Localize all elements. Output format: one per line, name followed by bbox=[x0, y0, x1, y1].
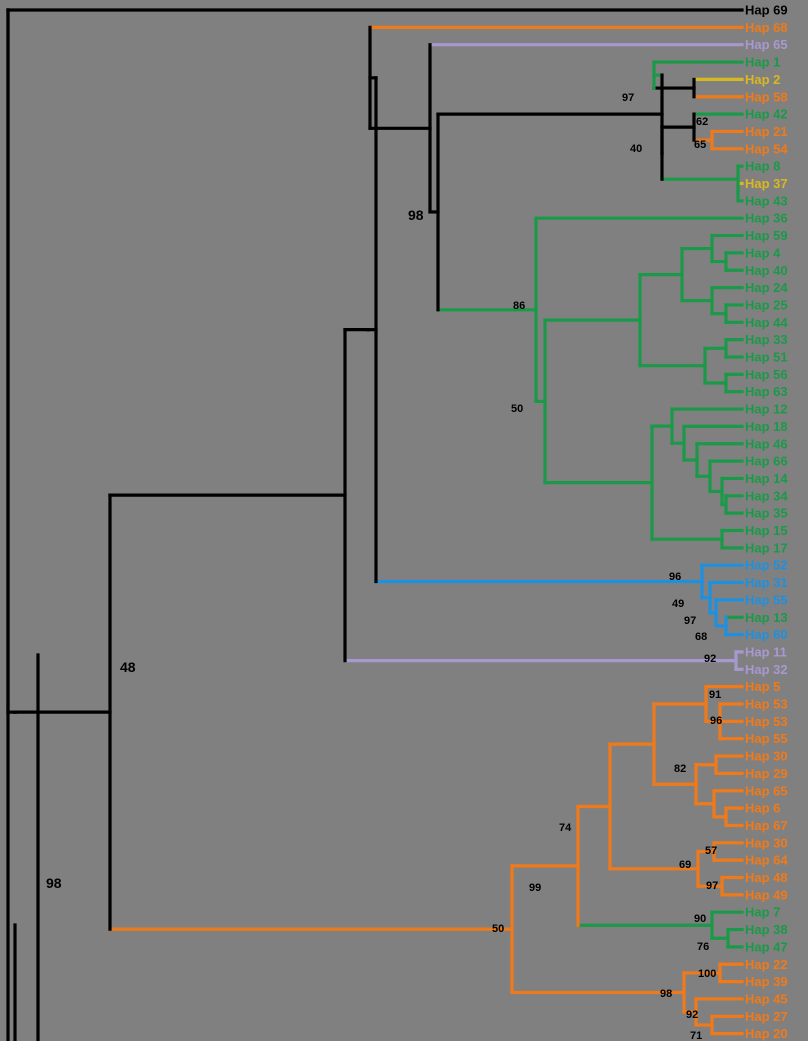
bootstrap-value-15: 96 bbox=[710, 715, 722, 727]
tip-label-27: Hap 14 bbox=[745, 471, 788, 486]
tip-label-8: Hap 54 bbox=[745, 141, 788, 156]
tip-label-47: Hap 67 bbox=[745, 818, 788, 833]
tip-label-48: Hap 30 bbox=[745, 835, 788, 850]
bootstrap-value-4: 98 bbox=[408, 207, 424, 223]
bootstrap-value-1: 40 bbox=[630, 143, 642, 155]
tip-label-28: Hap 34 bbox=[745, 488, 788, 503]
tip-label-30: Hap 15 bbox=[745, 523, 788, 538]
bootstrap-value-23: 76 bbox=[697, 941, 709, 953]
tip-label-50: Hap 48 bbox=[745, 870, 788, 885]
bootstrap-value-10: 68 bbox=[695, 631, 707, 643]
tip-label-14: Hap 4 bbox=[745, 245, 781, 260]
tip-label-29: Hap 35 bbox=[745, 506, 788, 521]
tip-label-17: Hap 25 bbox=[745, 297, 788, 312]
tip-label-39: Hap 5 bbox=[745, 679, 780, 694]
bootstrap-value-3: 65 bbox=[694, 139, 706, 151]
bootstrap-value-11: 92 bbox=[704, 653, 716, 665]
tip-label-56: Hap 39 bbox=[745, 974, 788, 989]
bootstrap-value-17: 74 bbox=[559, 822, 572, 834]
tip-label-25: Hap 46 bbox=[745, 436, 788, 451]
tip-label-23: Hap 12 bbox=[745, 402, 788, 417]
tip-label-5: Hap 58 bbox=[745, 89, 788, 104]
tip-labels: Hap 69 Hap 68 Hap 65 Hap 1 Hap 2 Hap 58 Hap 42… bbox=[745, 3, 788, 1041]
bootstrap-value-19: 69 bbox=[679, 859, 691, 871]
tip-label-44: Hap 29 bbox=[745, 766, 788, 781]
tip-label-0: Hap 69 bbox=[745, 3, 788, 18]
tip-label-40: Hap 53 bbox=[745, 697, 788, 712]
tip-label-22: Hap 63 bbox=[745, 384, 788, 399]
bootstrap-value-12: 48 bbox=[120, 659, 136, 675]
tip-label-38: Hap 32 bbox=[745, 662, 788, 677]
tip-label-41: Hap 53 bbox=[745, 714, 788, 729]
tip-label-42: Hap 55 bbox=[745, 731, 788, 746]
bootstrap-value-27: 92 bbox=[686, 1009, 698, 1021]
bootstrap-value-7: 96 bbox=[669, 571, 681, 583]
bootstrap-value-28: 71 bbox=[690, 1030, 702, 1041]
tip-label-49: Hap 64 bbox=[745, 853, 788, 868]
tip-label-59: Hap 20 bbox=[745, 1026, 788, 1041]
tip-label-1: Hap 68 bbox=[745, 20, 788, 35]
bootstrap-value-14: 91 bbox=[709, 689, 721, 701]
bootstrap-value-6: 50 bbox=[511, 403, 523, 415]
tip-label-11: Hap 43 bbox=[745, 193, 788, 208]
bootstrap-value-0: 97 bbox=[622, 92, 634, 104]
tip-label-46: Hap 6 bbox=[745, 801, 780, 816]
tip-label-10: Hap 37 bbox=[745, 176, 788, 191]
tip-label-36: Hap 60 bbox=[745, 627, 788, 642]
bootstrap-value-22: 90 bbox=[694, 913, 706, 925]
tip-label-2: Hap 65 bbox=[745, 37, 788, 52]
tip-label-24: Hap 18 bbox=[745, 419, 788, 434]
tip-label-33: Hap 31 bbox=[745, 575, 788, 590]
bootstrap-value-16: 82 bbox=[674, 763, 686, 775]
tip-label-32: Hap 52 bbox=[745, 558, 788, 573]
tip-label-26: Hap 66 bbox=[745, 454, 788, 469]
bootstrap-values: 9740626598865096499768924898919682749969… bbox=[46, 92, 722, 1041]
tip-label-37: Hap 11 bbox=[745, 644, 787, 659]
tip-label-18: Hap 44 bbox=[745, 315, 788, 330]
tip-label-43: Hap 30 bbox=[745, 749, 788, 764]
bootstrap-value-13: 98 bbox=[46, 875, 62, 891]
tip-label-31: Hap 17 bbox=[745, 540, 788, 555]
tip-label-3: Hap 1 bbox=[745, 55, 780, 70]
tip-label-57: Hap 45 bbox=[745, 991, 788, 1006]
tip-label-13: Hap 59 bbox=[745, 228, 788, 243]
tip-label-54: Hap 47 bbox=[745, 939, 788, 954]
tip-label-15: Hap 40 bbox=[745, 263, 788, 278]
bootstrap-value-18: 99 bbox=[529, 882, 541, 894]
tip-label-4: Hap 2 bbox=[745, 72, 780, 87]
bootstrap-value-21: 97 bbox=[706, 880, 718, 892]
tip-label-19: Hap 33 bbox=[745, 332, 788, 347]
bootstrap-value-2: 62 bbox=[696, 116, 708, 128]
bootstrap-value-9: 97 bbox=[684, 615, 696, 627]
tip-label-6: Hap 42 bbox=[745, 107, 788, 122]
tip-label-55: Hap 22 bbox=[745, 957, 788, 972]
bootstrap-value-26: 98 bbox=[660, 988, 672, 1000]
tip-label-53: Hap 38 bbox=[745, 922, 788, 937]
tip-label-35: Hap 13 bbox=[745, 610, 788, 625]
tip-label-51: Hap 49 bbox=[745, 887, 788, 902]
tip-label-12: Hap 36 bbox=[745, 211, 788, 226]
tip-label-52: Hap 7 bbox=[745, 905, 780, 920]
bootstrap-value-5: 86 bbox=[513, 300, 525, 312]
bootstrap-value-8: 49 bbox=[672, 598, 684, 610]
bootstrap-value-24: 50 bbox=[492, 923, 504, 935]
tip-label-58: Hap 27 bbox=[745, 1009, 788, 1024]
tip-label-16: Hap 24 bbox=[745, 280, 788, 295]
tip-label-9: Hap 8 bbox=[745, 159, 780, 174]
tree-branches bbox=[6, 8, 744, 1041]
bootstrap-value-25: 100 bbox=[698, 968, 716, 980]
tip-label-45: Hap 65 bbox=[745, 783, 788, 798]
tip-label-21: Hap 56 bbox=[745, 367, 788, 382]
tip-label-20: Hap 51 bbox=[745, 350, 788, 365]
bootstrap-value-20: 57 bbox=[705, 845, 717, 857]
tip-label-34: Hap 55 bbox=[745, 592, 788, 607]
tip-label-7: Hap 21 bbox=[745, 124, 788, 139]
